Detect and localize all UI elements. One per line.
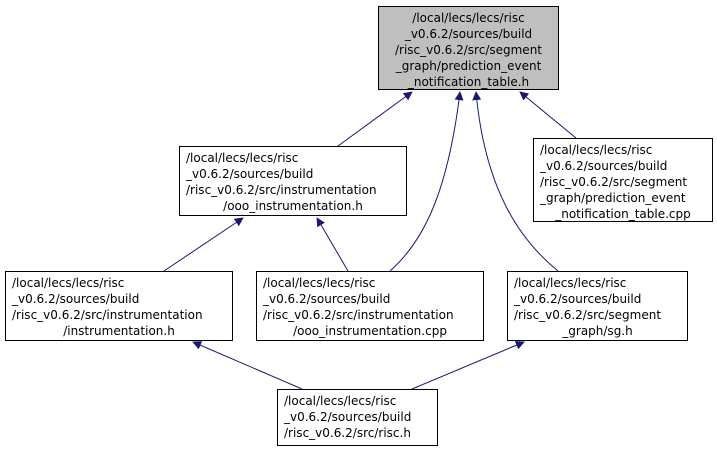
node-line: _v0.6.2/sources/build [12,292,140,306]
node-prediction-event-notification-table-cpp[interactable]: /local/lecs/lecs/risc _v0.6.2/sources/bu… [533,138,713,222]
node-line: /risc_v0.6.2/src/segment [514,308,662,322]
node-line: _v0.6.2/sources/build [263,292,391,306]
node-ooo-instrumentation-cpp[interactable]: /local/lecs/lecs/risc _v0.6.2/sources/bu… [256,271,484,341]
node-line: _v0.6.2/sources/build [186,167,314,181]
edge-pred-cpp-to-focus [519,91,577,139]
node-line: /risc_v0.6.2/src/instrumentation [186,183,377,197]
node-line: _graph/prediction_event [540,191,686,205]
node-line: _notification_table.cpp [555,207,691,221]
edge-ooo-cpp-to-focus [389,91,464,272]
node-line: /ooo_instrumentation.h [223,199,363,213]
node-line: /local/lecs/lecs/risc [540,143,653,157]
node-risc-h[interactable]: /local/lecs/lecs/risc _v0.6.2/sources/bu… [277,389,438,446]
node-line: _graph/prediction_event [395,59,542,73]
node-line: /risc_v0.6.2/src/segment [540,175,688,189]
node-line: _notification_table.h [407,75,530,89]
node-line: _v0.6.2/sources/build [514,292,642,306]
edge-ooo-cpp-to-ooo-h [316,217,349,272]
edge-ooo-h-to-focus [337,91,413,147]
node-line: /instrumentation.h [63,324,175,338]
edge-risc-h-to-sg-h [411,340,525,390]
edge-instr-h-to-ooo-h [163,217,244,272]
node-line: /local/lecs/lecs/risc [186,151,299,165]
node-line: /local/lecs/lecs/risc [284,394,397,408]
node-sg-h[interactable]: /local/lecs/lecs/risc _v0.6.2/sources/bu… [507,271,688,341]
node-line: _v0.6.2/sources/build [540,159,668,173]
node-line: _v0.6.2/sources/build [284,410,412,424]
node-line: /local/lecs/lecs/risc [412,11,525,25]
node-line: /ooo_instrumentation.cpp [293,324,447,338]
node-line: /local/lecs/lecs/risc [12,276,125,290]
node-line: /local/lecs/lecs/risc [514,276,627,290]
node-line: _v0.6.2/sources/build [404,27,533,41]
node-ooo-instrumentation-h[interactable]: /local/lecs/lecs/risc _v0.6.2/sources/bu… [179,146,407,216]
node-line: _graph/sg.h [562,324,633,338]
edge-sg-h-to-focus [472,91,559,272]
node-line: /risc_v0.6.2/src/risc.h [284,426,411,440]
node-line: /risc_v0.6.2/src/instrumentation [263,308,454,322]
node-line: /risc_v0.6.2/src/instrumentation [12,308,203,322]
node-prediction-event-notification-table-h[interactable]: /local/lecs/lecs/risc _v0.6.2/sources/bu… [378,6,559,90]
node-line: /local/lecs/lecs/risc [263,276,376,290]
node-instrumentation-h[interactable]: /local/lecs/lecs/risc _v0.6.2/sources/bu… [5,271,233,341]
edge-risc-h-to-instr-h [192,341,303,390]
node-line: /risc_v0.6.2/src/segment [394,43,543,57]
